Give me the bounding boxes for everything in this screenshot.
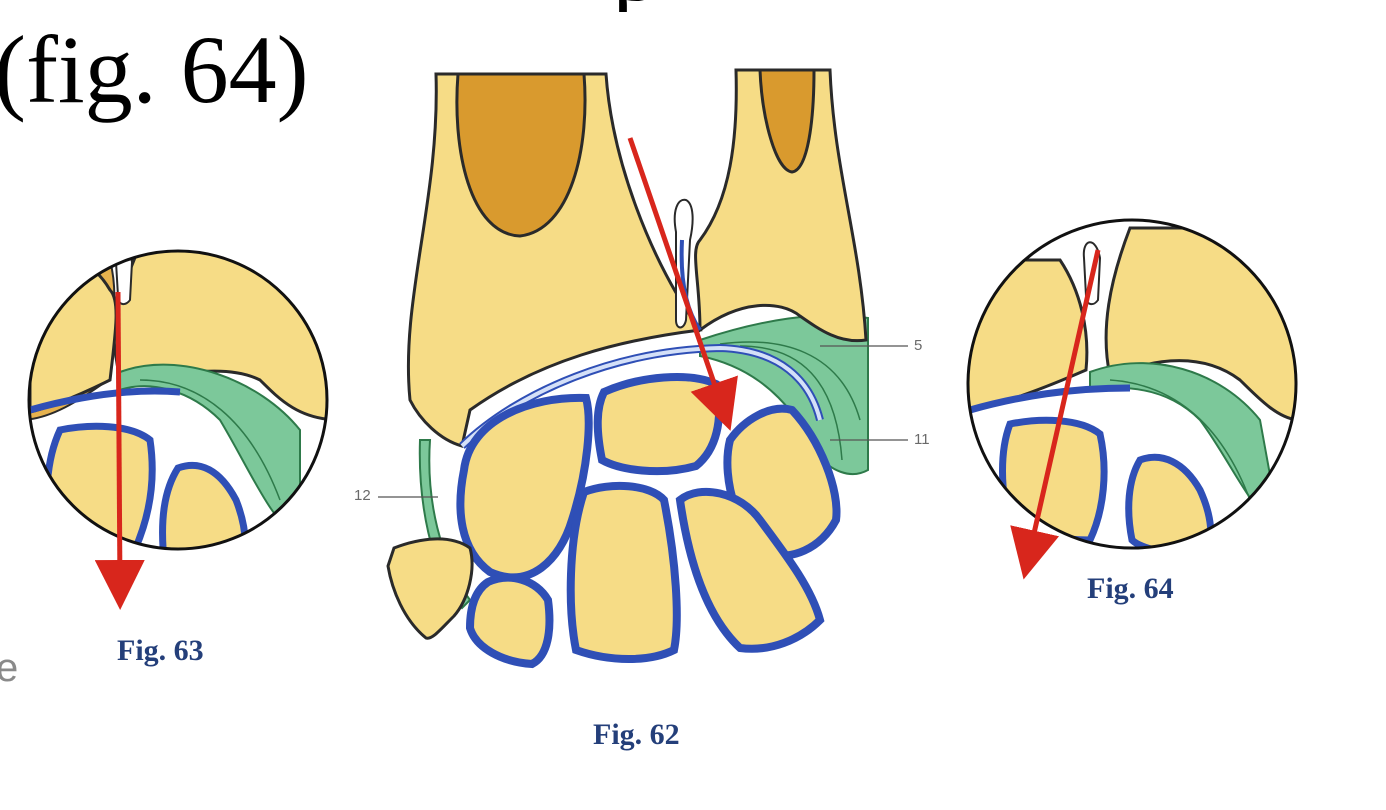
caption-fig-63: Fig. 63 [117,634,204,667]
ulna-marrow [758,68,816,174]
force-arrow-64 [1010,249,1101,580]
carpal-capitate [566,481,681,663]
carpal-hamate [675,487,825,653]
caption-fig-64: Fig. 64 [1087,572,1174,605]
figure-63 [27,249,329,610]
caption-fig-62: Fig. 62 [593,718,680,751]
ligament-right [699,314,869,475]
carpal-trapezium [386,537,474,640]
carpal-lunate [593,373,723,476]
label-5: 5 [914,337,923,354]
heading-cropped-fragment: p [612,0,688,12]
carpal-trapezoid [465,573,554,669]
cropped-stray-letter: e [0,646,19,690]
page-heading: (fig. 64) [0,16,309,123]
figure-64 [966,218,1298,580]
carpal-scaphoid [456,393,593,582]
figure-62 [378,68,908,669]
carpal-bones [386,373,841,669]
ulna-bone [694,68,868,343]
label-12: 12 [354,487,371,504]
radius-marrow [455,72,587,238]
label-11: 11 [914,431,930,448]
force-arrow-62 [627,137,738,431]
force-arrow-63 [94,291,145,610]
